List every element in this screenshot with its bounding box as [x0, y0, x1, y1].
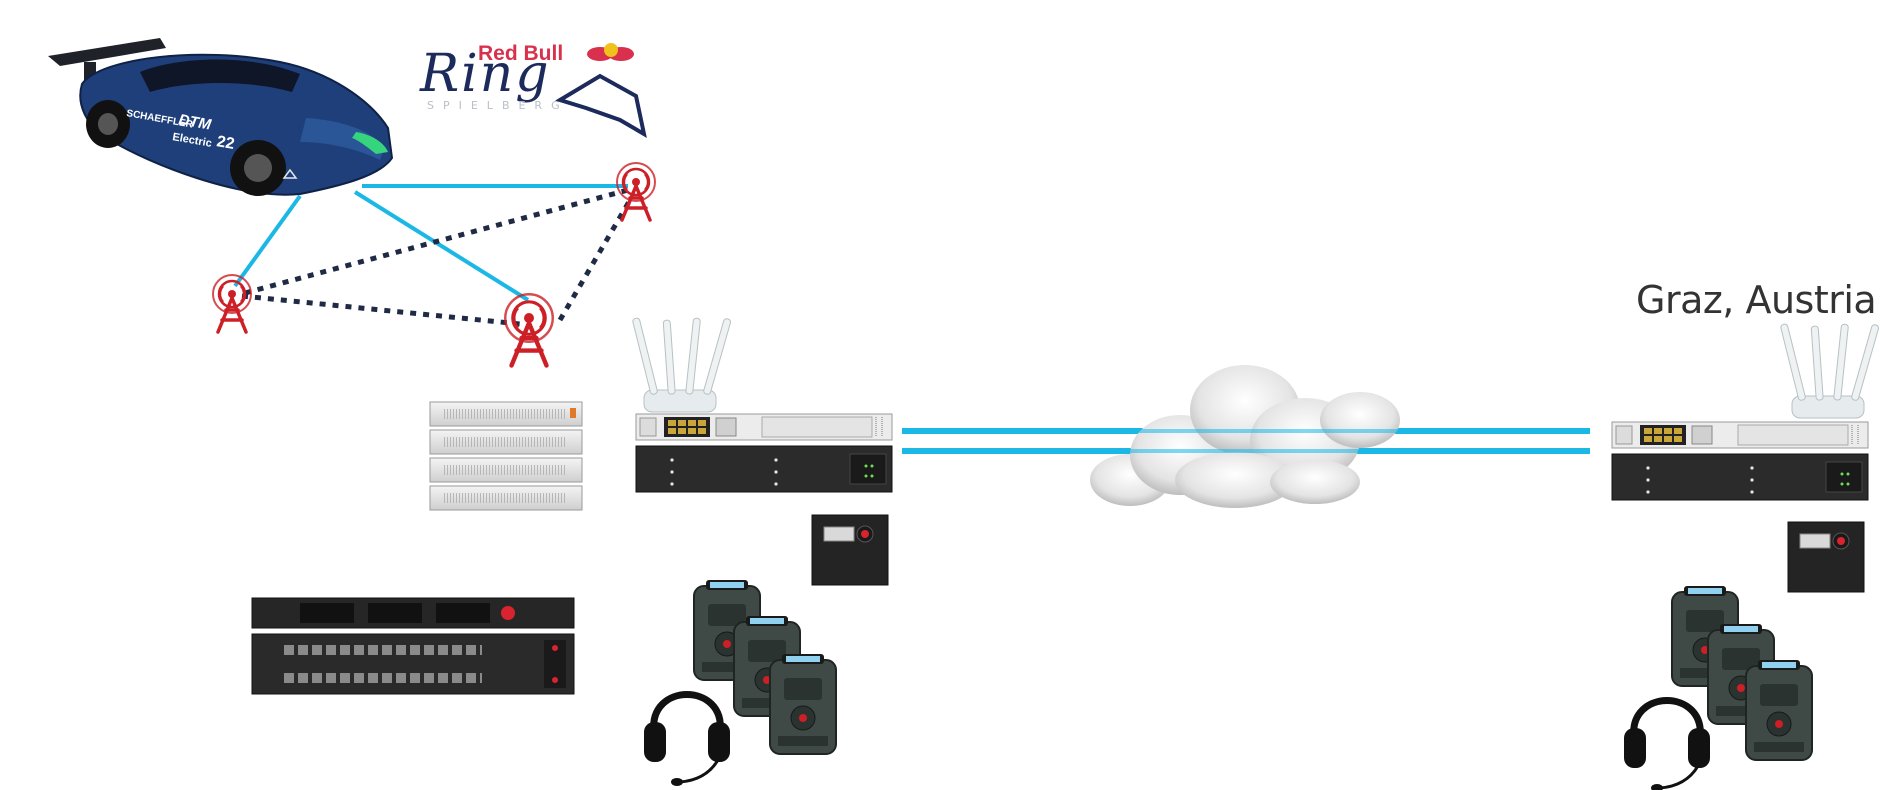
car-livery-number: 22	[215, 133, 236, 153]
radio-antenna-icon	[505, 294, 553, 365]
headset-icon	[1624, 701, 1710, 790]
logo-wordmark-main: Ring	[420, 44, 551, 104]
server-rack-icon	[429, 401, 583, 511]
intercom-panel-icon	[1787, 521, 1865, 593]
network-switch-icon	[1611, 421, 1869, 449]
logo-bull-icon	[587, 43, 634, 61]
logo-wordmark-sub: SPIELBERG	[427, 99, 569, 112]
antenna-mesh-links	[241, 187, 633, 327]
intercom-matrix-icon	[1611, 453, 1869, 501]
network-switch-icon	[635, 413, 893, 441]
car-to-antenna-left	[233, 194, 302, 288]
car-livery-series: DTM	[177, 111, 212, 133]
logo-wordmark-top: Red Bull	[478, 42, 564, 65]
car-links	[233, 184, 628, 302]
antenna-left-to-right	[244, 187, 629, 296]
intercom-panel-icon	[811, 514, 889, 586]
cloud-icon	[1090, 365, 1400, 508]
audio-interface-icon	[251, 597, 575, 629]
beltpack-icon	[1745, 659, 1813, 761]
race-car-icon	[48, 38, 394, 196]
audio-io-box-icon	[251, 633, 575, 695]
radio-antenna-icon	[211, 273, 253, 334]
antenna-left-to-center	[241, 293, 521, 327]
logo-track-icon	[555, 73, 647, 138]
wifi-router-icon	[631, 316, 732, 413]
car-to-antenna-center	[353, 190, 530, 302]
wifi-router-icon	[1779, 322, 1880, 419]
intercom-matrix-icon	[635, 445, 893, 493]
location-label: Graz, Austria	[1636, 278, 1877, 322]
beltpack-icon	[769, 653, 837, 755]
headset-icon	[644, 695, 730, 787]
antenna-center-to-right	[557, 198, 633, 322]
